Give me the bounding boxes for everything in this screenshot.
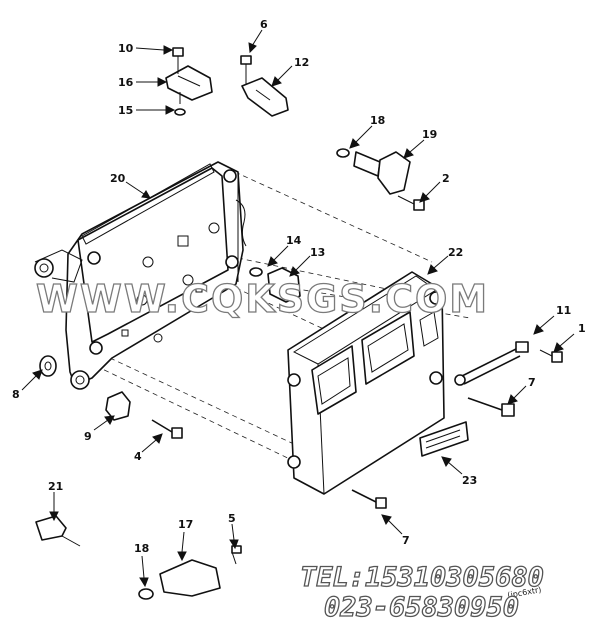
callout-17: 17	[178, 518, 193, 531]
callout-10: 10	[118, 42, 134, 55]
callout-19: 19	[422, 128, 437, 141]
label-plate	[419, 421, 469, 457]
leader-lines	[21, 29, 575, 588]
watermark-tel: TEL:15310305680	[300, 562, 544, 593]
isolator-8	[39, 355, 57, 377]
callout-11: 11	[556, 304, 571, 317]
mounting-plate	[34, 161, 247, 390]
callout-15: 15	[118, 104, 133, 117]
callout-4: 4	[134, 450, 142, 463]
callout-5: 5	[228, 512, 236, 525]
sensor-17	[138, 545, 242, 600]
ground-strap	[454, 341, 563, 386]
sensor-21	[35, 515, 81, 547]
sensor-16	[165, 47, 213, 116]
callout-7-lower: 7	[402, 534, 410, 547]
callout-14: 14	[286, 234, 302, 247]
callout-12: 12	[294, 56, 309, 69]
callout-labels: 1 2 4 5 6 7 7 8 9 10 11 12 13 14 15 16 1…	[12, 18, 586, 555]
sensor-19	[336, 148, 425, 211]
callout-21: 21	[48, 480, 63, 493]
sensor-12	[240, 55, 289, 117]
ecm-module	[287, 271, 445, 495]
isolator-9	[105, 391, 131, 421]
callout-8: 8	[12, 388, 20, 401]
sensor-13	[249, 267, 301, 303]
bolt-4	[151, 419, 183, 439]
callout-6: 6	[260, 18, 268, 31]
bolt-7a	[467, 397, 515, 417]
watermark-url: WWW.CQKSGS.COM	[36, 277, 489, 321]
callout-20: 20	[110, 172, 126, 185]
callout-22: 22	[448, 246, 463, 259]
callout-23: 23	[462, 474, 477, 487]
watermark-phone: 023-65830950	[324, 592, 519, 623]
callout-18-lower: 18	[134, 542, 149, 555]
callout-9: 9	[84, 430, 92, 443]
callout-13: 13	[310, 246, 325, 259]
callout-7-upper: 7	[528, 376, 536, 389]
bolt-7b	[351, 489, 387, 509]
callout-1: 1	[578, 322, 586, 335]
callout-2: 2	[442, 172, 450, 185]
callout-18-upper: 18	[370, 114, 385, 127]
callout-16: 16	[118, 76, 134, 89]
